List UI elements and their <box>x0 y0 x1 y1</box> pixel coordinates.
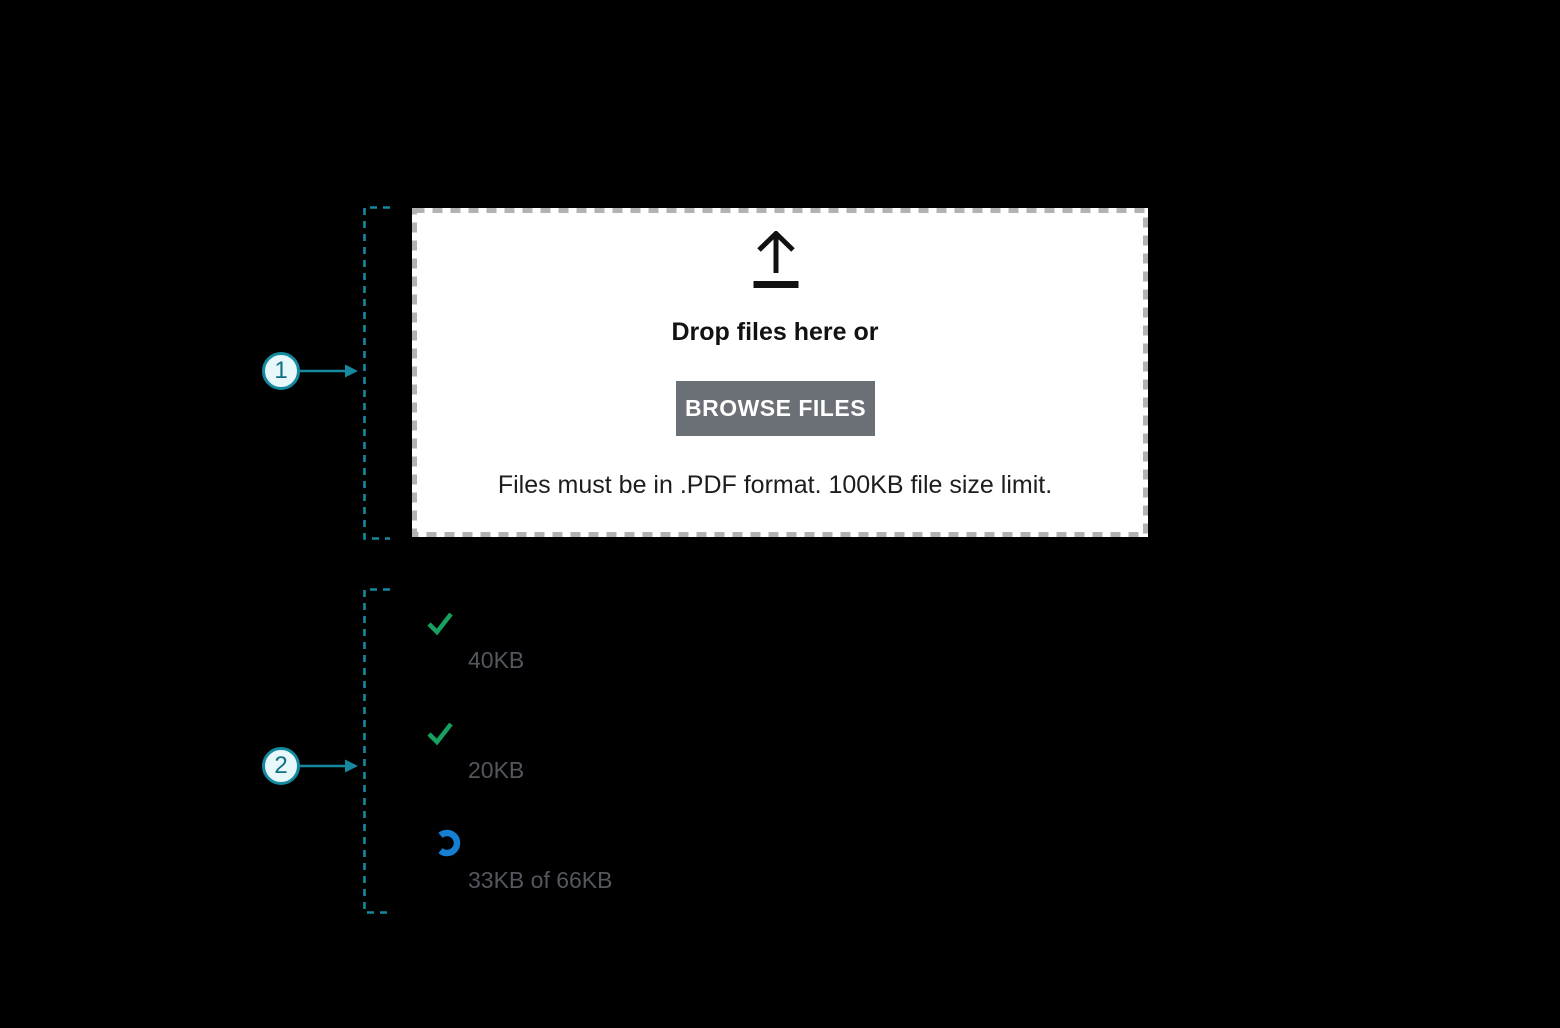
callout-1-badge: 1 <box>262 352 300 390</box>
dropzone-helper-text: Files must be in .PDF format. 100KB file… <box>497 471 1053 499</box>
browse-files-button[interactable]: BROWSE FILES <box>676 381 875 436</box>
check-icon <box>427 722 453 746</box>
file-size-label: 40KB <box>468 647 525 673</box>
dropzone-dashed-border <box>412 208 1148 537</box>
upload-progress-label: 33KB of 66KB <box>468 867 613 893</box>
callout-2-number: 2 <box>274 752 288 779</box>
section-1-bracket <box>363 206 390 540</box>
callout-1-number: 1 <box>274 357 288 384</box>
spinner-icon <box>438 829 461 857</box>
file-size-label: 20KB <box>468 757 525 783</box>
check-icon <box>427 612 453 636</box>
section-2-bracket <box>363 588 390 914</box>
upload-icon <box>753 231 799 288</box>
callout-1-arrow <box>300 364 358 378</box>
callout-2-badge: 2 <box>262 747 300 785</box>
callout-2-arrow <box>300 759 358 773</box>
file-dropzone[interactable]: Drop files here or BROWSE FILES Files mu… <box>412 208 1148 537</box>
dropzone-title: Drop files here or <box>671 318 879 346</box>
